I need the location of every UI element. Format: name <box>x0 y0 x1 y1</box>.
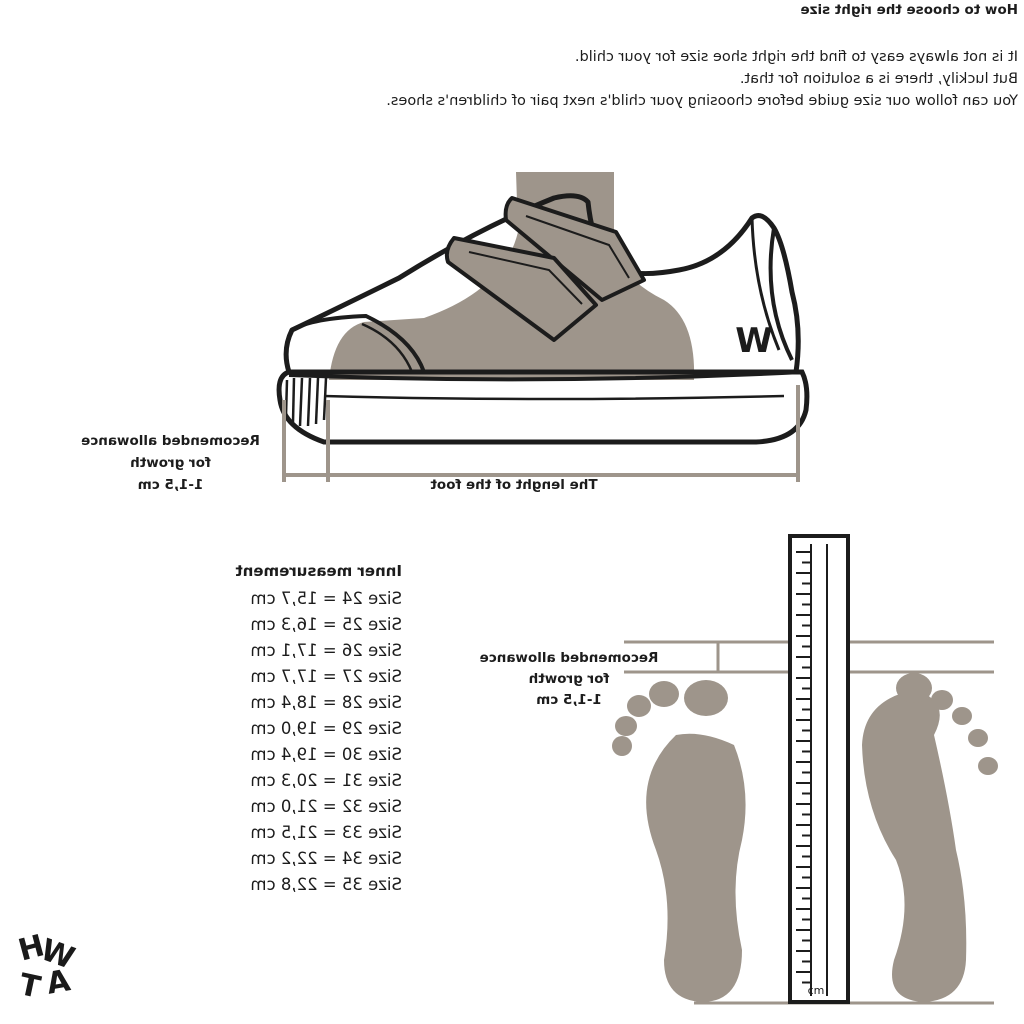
toe <box>612 736 632 756</box>
toe <box>896 673 932 703</box>
foot-sole <box>862 690 967 1002</box>
label-line: Recomended allowance <box>479 650 659 666</box>
toe <box>649 681 679 707</box>
velcro-strap <box>503 196 646 302</box>
size-row: Size 29 = 19,0 cm <box>250 719 402 738</box>
toe <box>627 695 651 717</box>
shoe-sole <box>276 369 810 445</box>
velcro-strap <box>444 236 598 342</box>
size-row: Size 25 = 16,3 cm <box>250 615 402 634</box>
size-row: Size 32 = 21,0 cm <box>250 797 402 816</box>
ruler-unit-label: cm <box>808 984 825 997</box>
toe <box>952 707 972 725</box>
size-row: Size 27 = 17,7 cm <box>250 667 402 686</box>
toe <box>615 716 637 736</box>
size-row: Size 35 = 22,8 cm <box>250 875 402 894</box>
shoe-logo: W <box>735 321 773 361</box>
size-row: Size 30 = 19,4 cm <box>250 745 402 764</box>
size-row: Size 33 = 21,5 cm <box>250 823 402 842</box>
size-row: Size 34 = 22,2 cm <box>250 849 402 868</box>
toe <box>978 757 998 775</box>
growth-allowance-label: Recomended allowance for growth 1-1,5 cm <box>454 648 684 711</box>
toe <box>968 729 988 747</box>
label-line: for growth <box>528 671 610 687</box>
toe-cap <box>284 313 426 373</box>
foot-sole <box>646 733 746 1002</box>
size-table: Inner measurement Size 24 = 15,7 cm Size … <box>236 562 403 898</box>
toe <box>684 680 728 716</box>
size-table-heading: Inner measurement <box>235 562 403 580</box>
size-row: Size 31 = 20,3 cm <box>250 771 402 790</box>
size-row: Size 24 = 15,7 cm <box>250 589 402 608</box>
toe <box>931 690 953 710</box>
size-row: Size 28 = 18,4 cm <box>250 693 402 712</box>
label-line: 1-1,5 cm <box>536 692 602 708</box>
size-row: Size 26 = 17,1 cm <box>250 641 402 660</box>
ruler <box>788 534 850 1004</box>
